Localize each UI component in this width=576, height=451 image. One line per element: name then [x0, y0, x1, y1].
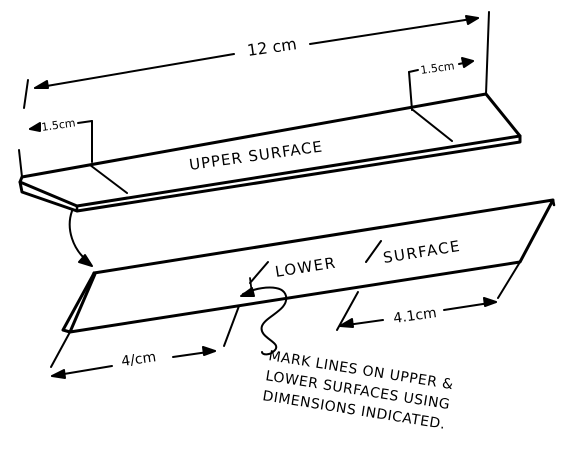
overall-length-label: 12 cm [246, 34, 298, 60]
left-top-margin-label: 1.5cm [41, 116, 77, 134]
right-bottom-margin-label: 4.1cm [392, 305, 437, 327]
left-bottom-dimension [50, 305, 240, 379]
instruction-note: MARK LINES ON UPPER & LOWER SURFACES USI… [261, 348, 454, 433]
note-leader [240, 286, 288, 356]
lower-strip [61, 198, 556, 334]
right-bottom-dimension [336, 261, 521, 331]
upper-strip [18, 92, 522, 213]
flip-arrow [68, 210, 93, 267]
left-top-dimension [29, 120, 93, 163]
surface-word-label: SURFACE [382, 237, 462, 267]
overall-dimension [18, 11, 490, 178]
left-bottom-margin-label: 4/cm [120, 349, 157, 370]
lower-word-label: LOWER [274, 253, 338, 280]
right-top-dimension [408, 57, 474, 111]
right-top-margin-label: 1.5cm [420, 59, 456, 77]
